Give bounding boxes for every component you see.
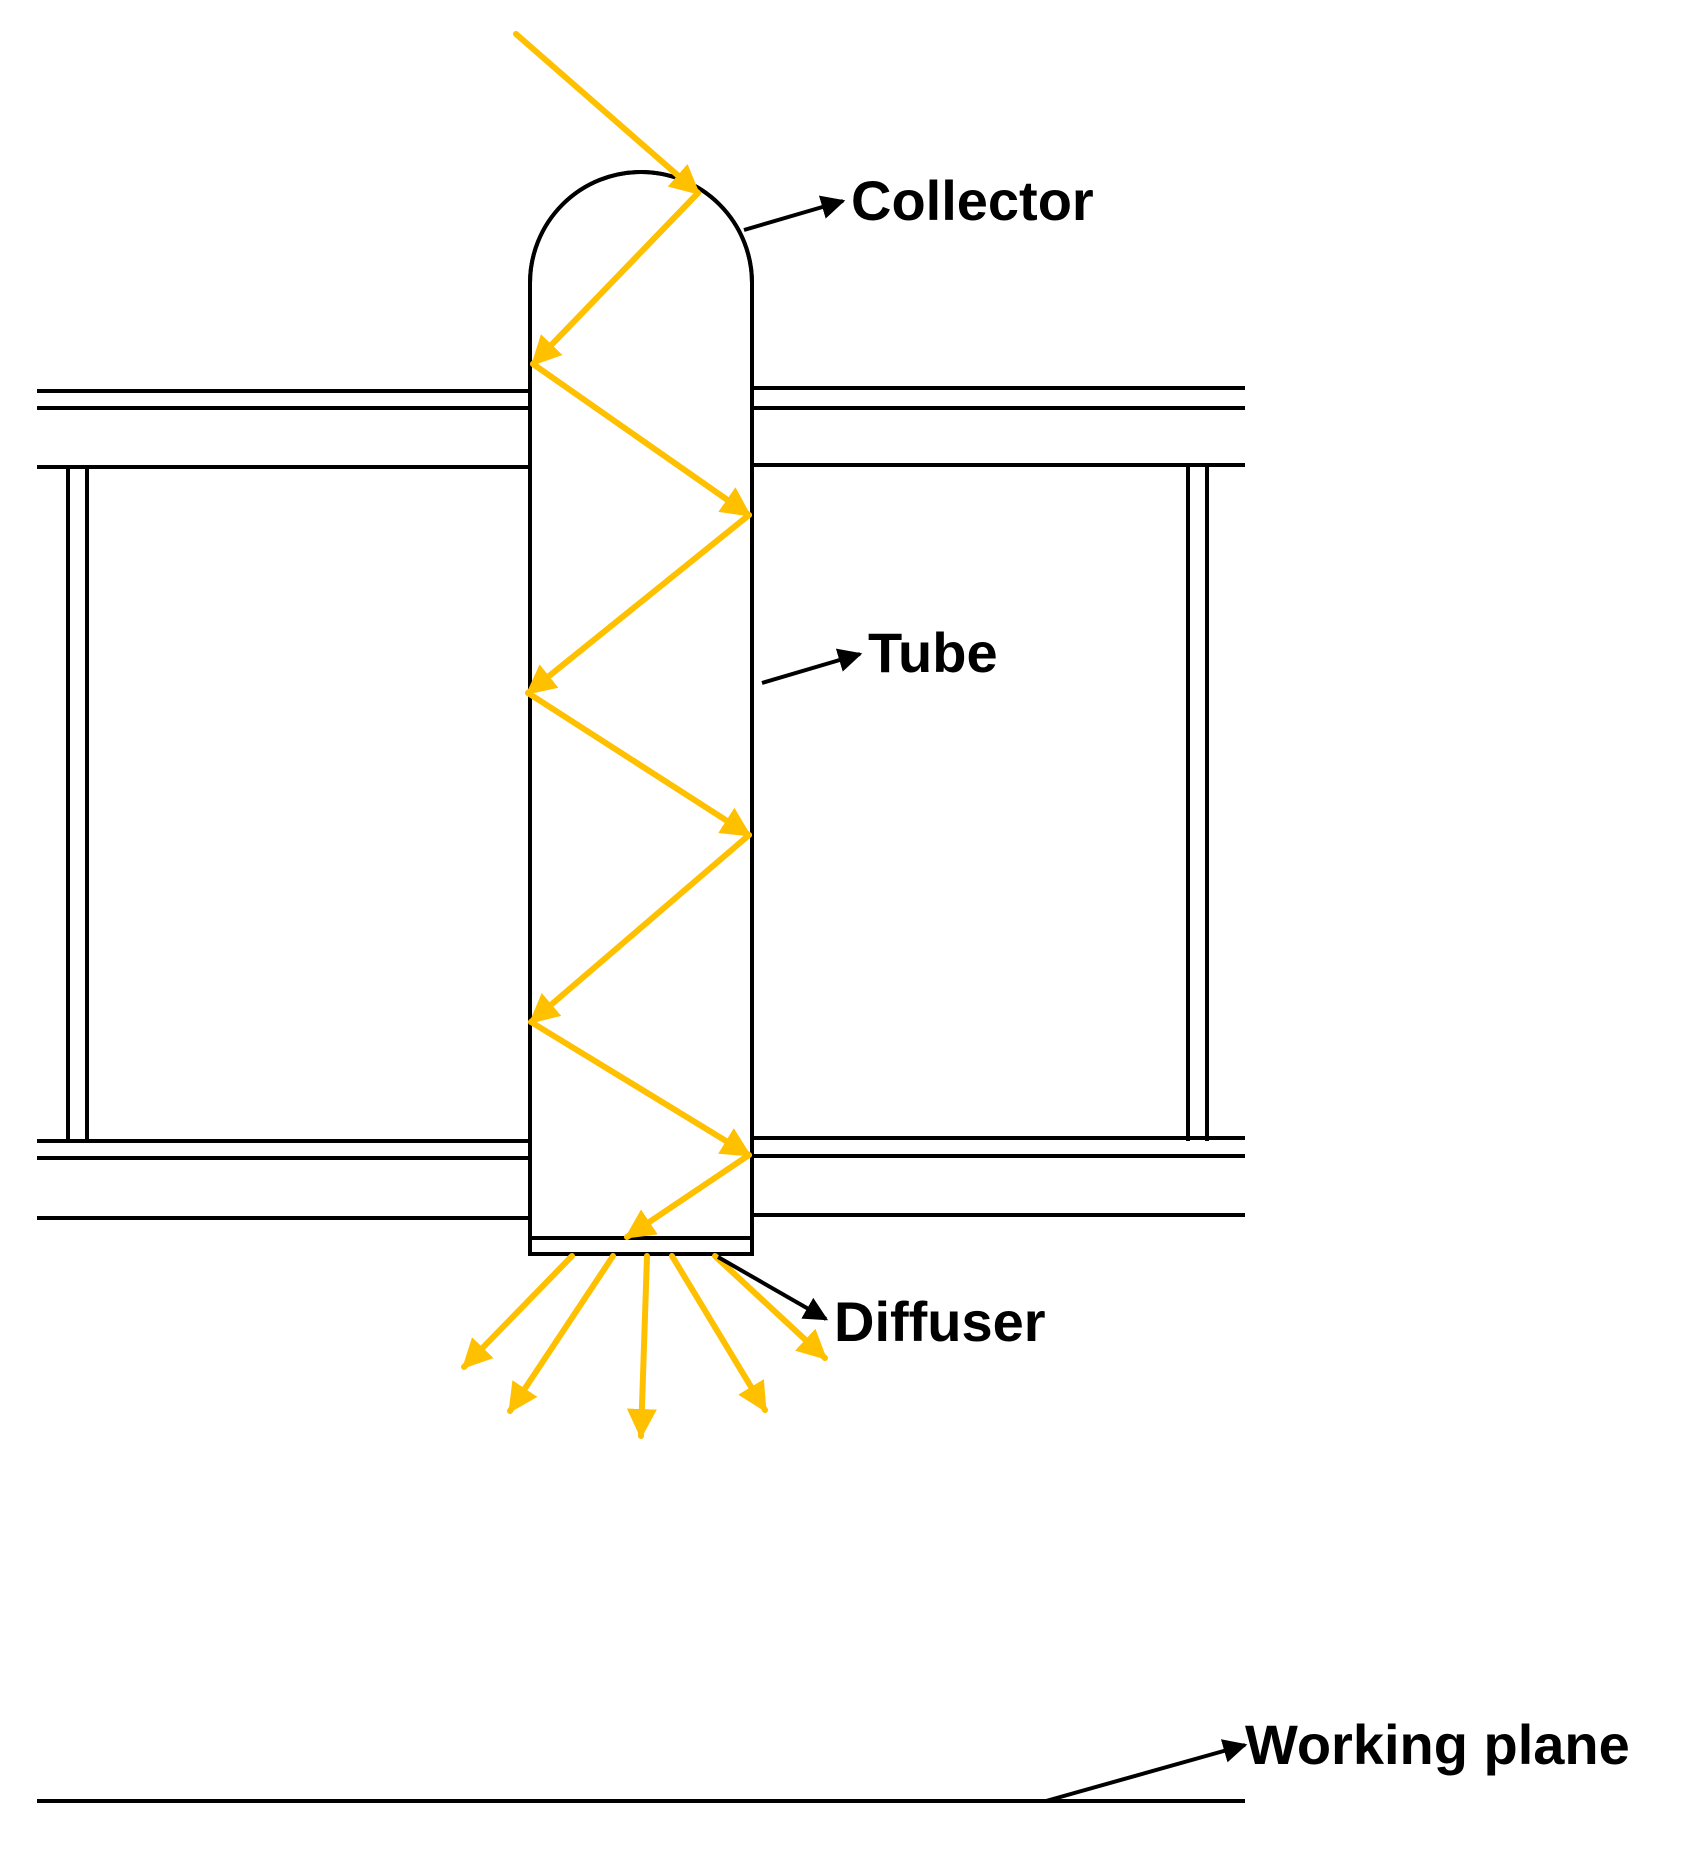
light-ray-path (513, 31, 752, 1240)
collector-leader-arrow (743, 195, 846, 232)
tube-leader-arrow (761, 648, 863, 685)
side-walls (66, 465, 1209, 1141)
collector-label: Collector (851, 169, 1094, 232)
label-leader-arrows (717, 195, 1248, 1803)
ceiling-bottom-slab (37, 1136, 1245, 1220)
working-plane-label: Working plane (1245, 1713, 1630, 1776)
ceiling-top-slab (37, 386, 1245, 469)
collector-dome (528, 170, 754, 284)
tube-label: Tube (868, 621, 998, 684)
diffuser-label: Diffuser (834, 1290, 1046, 1353)
working-plane-leader-arrow (1045, 1739, 1248, 1803)
diffuser-leader-arrow (717, 1255, 829, 1321)
diffused-light-rays (461, 1253, 828, 1439)
